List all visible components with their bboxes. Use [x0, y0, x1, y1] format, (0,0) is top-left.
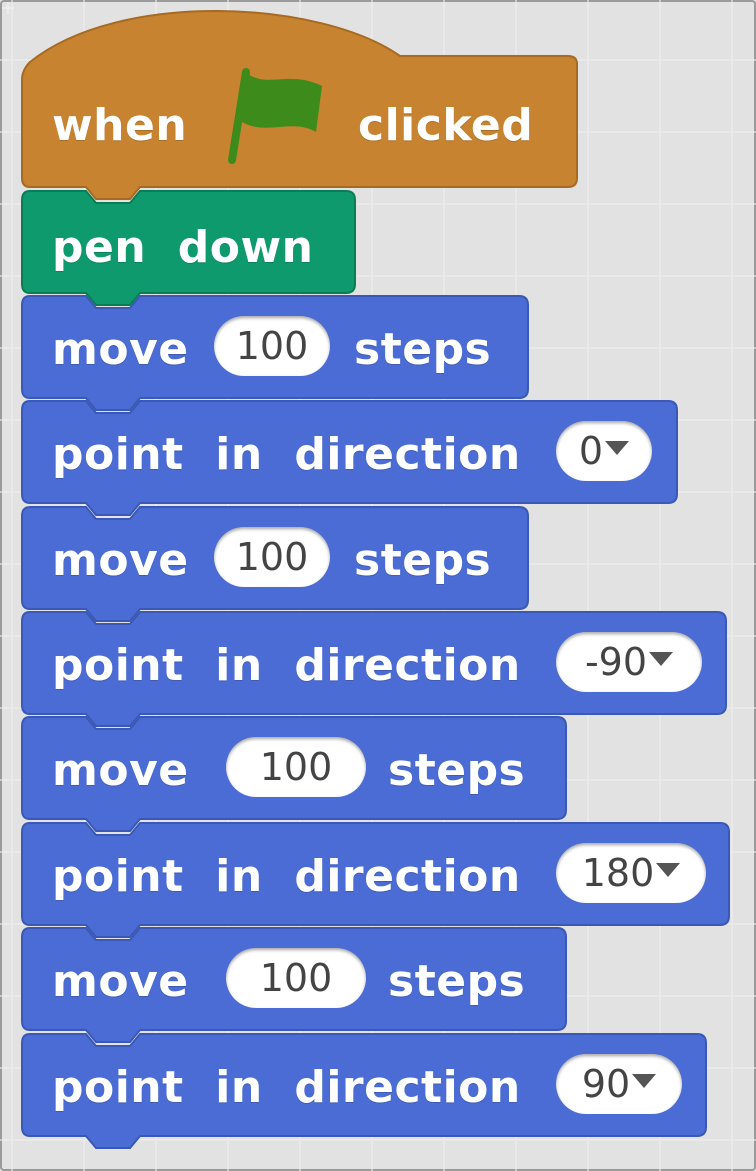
hat-clicked-label: clicked	[358, 100, 534, 151]
direction-dropdown[interactable]: -90	[556, 632, 702, 692]
steps-input[interactable]: 100	[226, 948, 366, 1008]
steps-label: steps	[388, 956, 526, 1007]
steps-input[interactable]: 100	[226, 737, 366, 797]
move-label: move	[52, 535, 189, 586]
dropdown-arrow-icon	[649, 652, 674, 666]
steps-label: steps	[354, 535, 492, 586]
point-in-direction-label: point in direction	[52, 1062, 521, 1113]
steps-input[interactable]: 100	[214, 527, 330, 587]
steps-input[interactable]: 100	[214, 316, 330, 376]
direction-value: 180	[581, 851, 655, 895]
steps-label: steps	[354, 324, 492, 375]
point-direction-block-shape[interactable]	[21, 822, 730, 938]
direction-dropdown[interactable]: 180	[556, 843, 706, 903]
steps-label: steps	[388, 745, 526, 796]
direction-dropdown[interactable]: 0	[556, 421, 652, 481]
direction-value: 0	[578, 429, 604, 473]
dropdown-arrow-icon	[656, 863, 681, 877]
hat-when-label: when	[52, 100, 188, 151]
direction-value: -90	[584, 640, 648, 684]
move-label: move	[52, 745, 189, 796]
dropdown-arrow-icon	[632, 1074, 657, 1088]
point-direction-block-shape[interactable]	[21, 1033, 707, 1149]
point-in-direction-label: point in direction	[52, 851, 521, 902]
point-in-direction-label: point in direction	[52, 640, 521, 691]
move-label: move	[52, 956, 189, 1007]
point-in-direction-label: point in direction	[52, 429, 521, 480]
green-flag-icon	[228, 68, 322, 164]
point-direction-block-shape[interactable]	[21, 400, 678, 516]
pen-down-block-shape[interactable]	[21, 190, 356, 306]
point-direction-block-shape[interactable]	[21, 611, 727, 727]
move-label: move	[52, 324, 189, 375]
direction-value: 90	[581, 1062, 631, 1106]
direction-dropdown[interactable]: 90	[556, 1054, 682, 1114]
pen-down-label: pen down	[52, 222, 314, 273]
dropdown-arrow-icon	[605, 441, 630, 455]
